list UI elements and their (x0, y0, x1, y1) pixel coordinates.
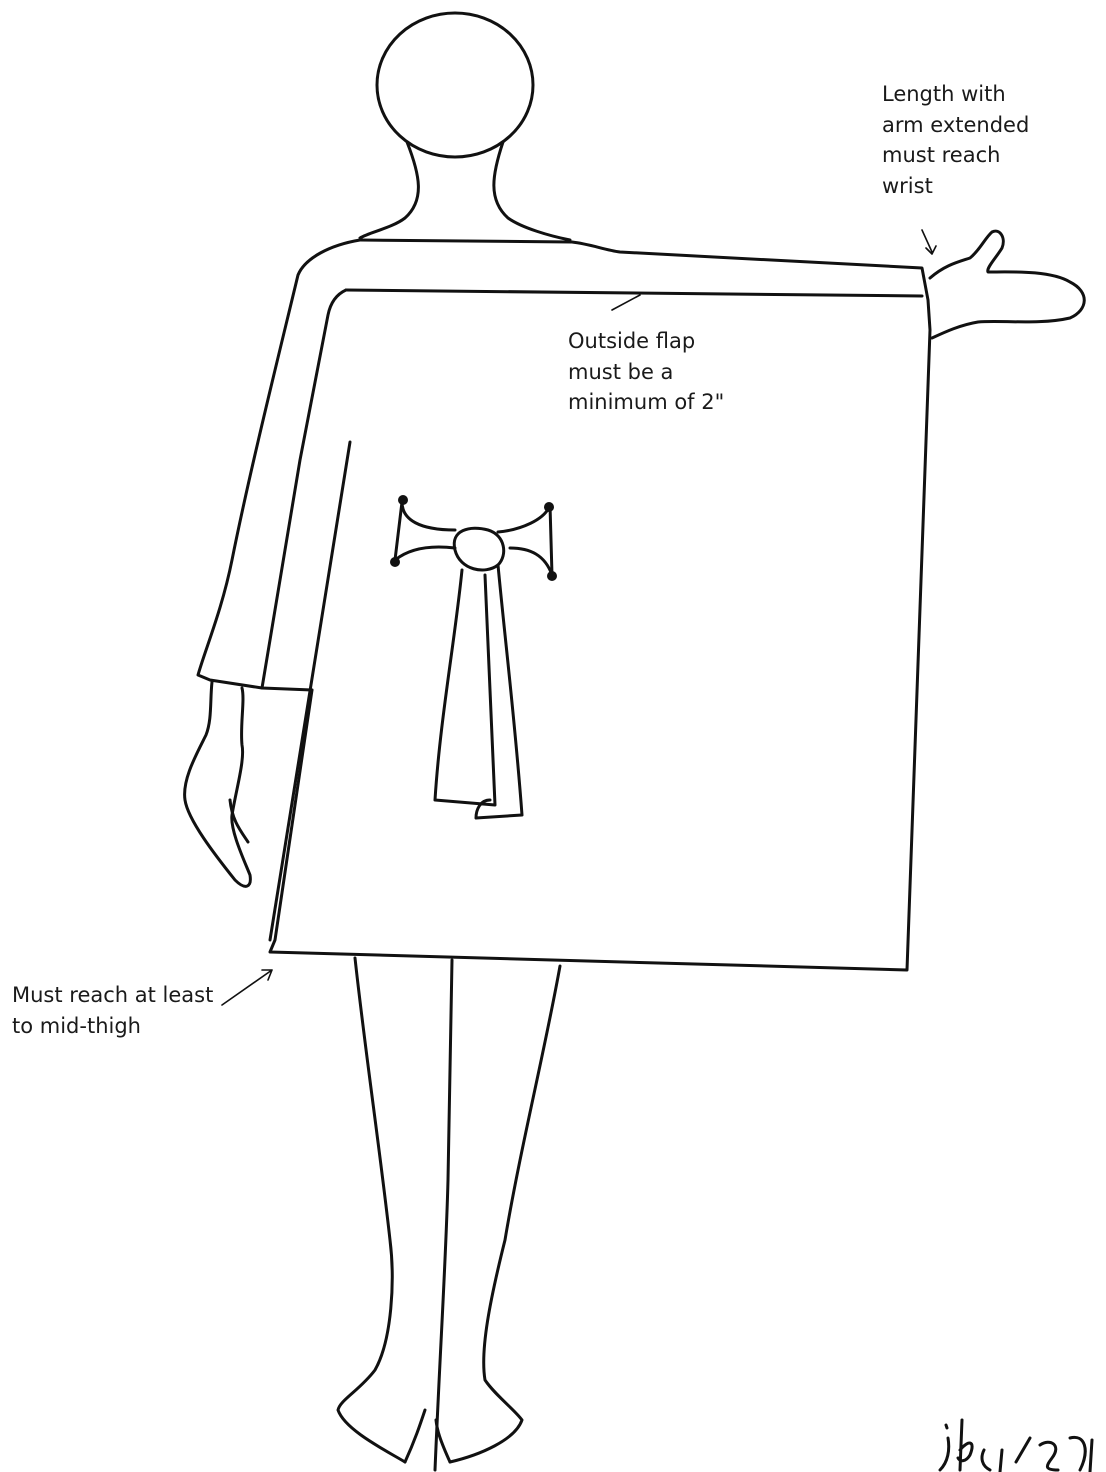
belt-dot-1 (398, 495, 408, 505)
wrist-length-note: Length with arm extended must reach wris… (882, 79, 1082, 201)
flap-leader-line (612, 295, 640, 310)
sash-right (476, 565, 522, 818)
left-leg (338, 958, 405, 1462)
right-leg (450, 966, 560, 1462)
leg-divide (435, 960, 452, 1470)
sash-left (435, 570, 495, 805)
head (377, 13, 533, 157)
belt-dot-3 (390, 557, 400, 567)
right-hand (930, 231, 1084, 338)
flap-edge-line (270, 442, 350, 940)
mid-thigh-note: Must reach at least to mid-thigh (12, 980, 272, 1041)
belt-dot-4 (547, 571, 557, 581)
outside-flap-note: Outside flap must be a minimum of 2" (568, 326, 788, 418)
signature-mark (940, 1420, 1092, 1472)
belt-right-end (550, 505, 552, 575)
belt-knot (454, 528, 503, 570)
flap-top-edge (346, 290, 922, 296)
left-hand (185, 682, 251, 886)
left-sleeve (198, 240, 360, 690)
wrist-leader-arrow (922, 230, 936, 254)
left-sleeve-inner (262, 290, 346, 688)
belt-dot-2 (544, 502, 554, 512)
belt-lower (395, 547, 552, 575)
belt-left-end (395, 502, 402, 560)
feet-divide (405, 1410, 450, 1462)
